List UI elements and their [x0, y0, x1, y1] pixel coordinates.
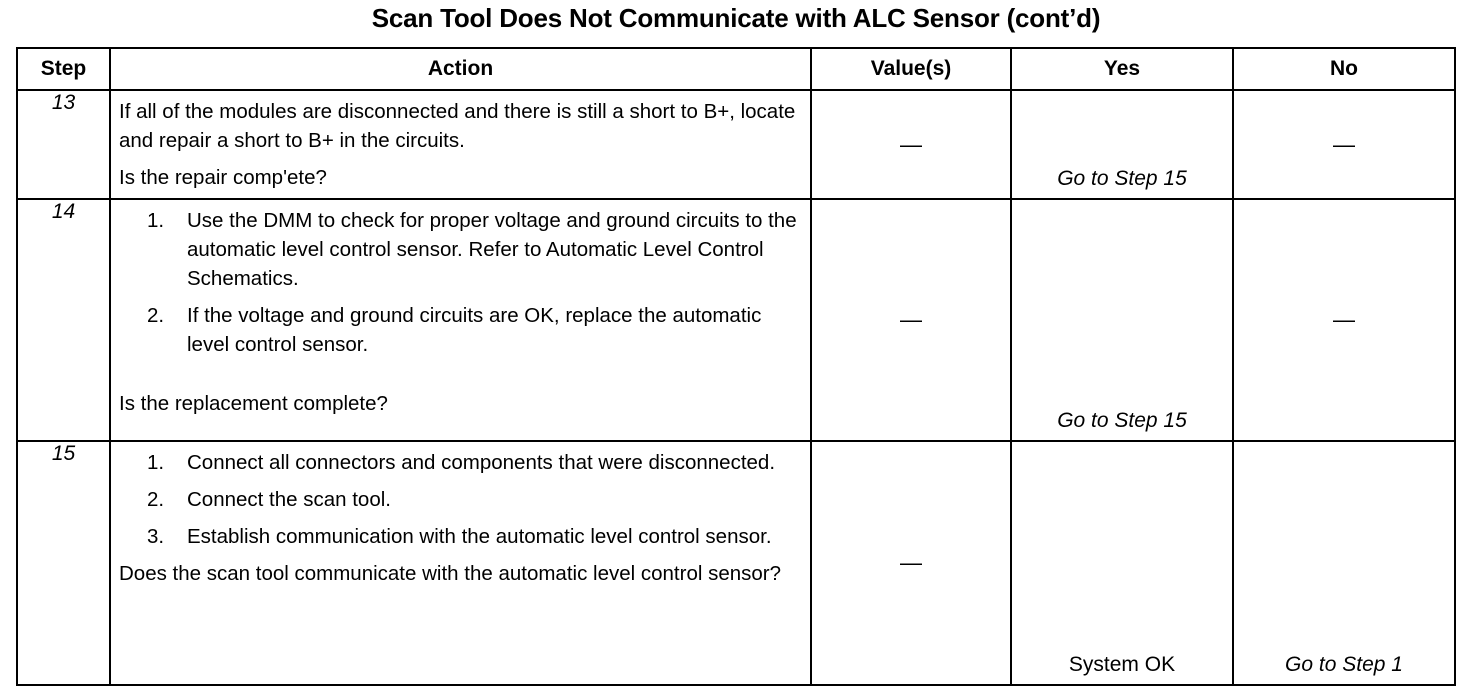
spacer: [119, 155, 802, 163]
column-header-yes: Yes: [1010, 47, 1234, 91]
no-cell: —: [1232, 198, 1456, 442]
list-item: 3. Establish communication with the auto…: [119, 522, 802, 551]
action-question: Does the scan tool communicate with the …: [119, 562, 782, 585]
action-step-list: 1. Use the DMM to check for proper volta…: [119, 206, 802, 359]
list-item-number: 2.: [147, 304, 165, 327]
step-number-cell: 14: [16, 198, 111, 442]
column-header-value: Value(s): [810, 47, 1012, 91]
column-header-action: Action: [109, 47, 812, 91]
list-item: 1. Use the DMM to check for proper volta…: [119, 206, 802, 293]
table-row: 14 1. Use the DMM to check for proper vo…: [16, 198, 1456, 442]
list-item-number: 1.: [147, 451, 165, 474]
value-text: —: [900, 550, 922, 575]
table-header-row: Step Action Value(s) Yes No: [16, 47, 1456, 91]
column-header-no: No: [1232, 47, 1456, 91]
list-item: 2. Connect the scan tool.: [119, 485, 802, 514]
table-row: 15 1. Connect all connectors and compone…: [16, 440, 1456, 686]
list-item: 1. Connect all connectors and components…: [119, 448, 802, 477]
action-cell: If all of the modules are disconnected a…: [109, 89, 812, 200]
diagnostic-table: Step Action Value(s) Yes No 13 If all of…: [16, 47, 1456, 686]
yes-cell: Go to Step 15: [1010, 198, 1234, 442]
no-result-text: —: [1333, 307, 1355, 332]
table-body: 13 If all of the modules are disconnecte…: [16, 89, 1456, 686]
list-item-number: 3.: [147, 525, 165, 548]
page-title: Scan Tool Does Not Communicate with ALC …: [371, 3, 1101, 33]
action-content: If all of the modules are disconnected a…: [111, 91, 810, 198]
yes-result-text: Go to Step 15: [1057, 167, 1187, 190]
value-cell: —: [810, 198, 1012, 442]
value-text: —: [900, 131, 922, 157]
table-header: Step Action Value(s) Yes No: [16, 47, 1456, 91]
list-item-text: Establish communication with the automat…: [187, 525, 772, 548]
yes-result-text: Go to Step 15: [1057, 409, 1187, 432]
action-paragraph: If all of the modules are disconnected a…: [119, 100, 796, 152]
table-row: 13 If all of the modules are disconnecte…: [16, 89, 1456, 200]
action-question: Is the repair comp'ete?: [119, 166, 327, 189]
no-result-text: Go to Step 1: [1285, 653, 1403, 676]
no-result-text: —: [1333, 131, 1355, 157]
action-content: 1. Use the DMM to check for proper volta…: [111, 200, 810, 440]
value-cell: —: [810, 89, 1012, 200]
list-item-text: Use the DMM to check for proper voltage …: [187, 209, 797, 290]
list-item-text: If the voltage and ground circuits are O…: [187, 304, 762, 356]
action-cell: 1. Connect all connectors and components…: [109, 440, 812, 686]
list-item-number: 1.: [147, 209, 165, 232]
list-item-number: 2.: [147, 488, 165, 511]
list-item-text: Connect the scan tool.: [187, 488, 391, 511]
action-cell: 1. Use the DMM to check for proper volta…: [109, 198, 812, 442]
spacer: [119, 551, 802, 559]
list-item-text: Connect all connectors and components th…: [187, 451, 776, 474]
yes-result-text: System OK: [1068, 653, 1176, 676]
step-number-cell: 15: [16, 440, 111, 686]
spacer: [119, 359, 802, 389]
value-cell: —: [810, 440, 1012, 686]
no-cell: Go to Step 1: [1232, 440, 1456, 686]
action-step-list: 1. Connect all connectors and components…: [119, 448, 802, 551]
action-content: 1. Connect all connectors and components…: [111, 442, 810, 684]
no-cell: —: [1232, 89, 1456, 200]
column-header-step: Step: [16, 47, 111, 91]
yes-cell: System OK: [1010, 440, 1234, 686]
step-number-cell: 13: [16, 89, 111, 200]
list-item: 2. If the voltage and ground circuits ar…: [119, 301, 802, 359]
value-text: —: [900, 307, 922, 332]
action-question: Is the replacement complete?: [119, 392, 388, 415]
yes-cell: Go to Step 15: [1010, 89, 1234, 200]
